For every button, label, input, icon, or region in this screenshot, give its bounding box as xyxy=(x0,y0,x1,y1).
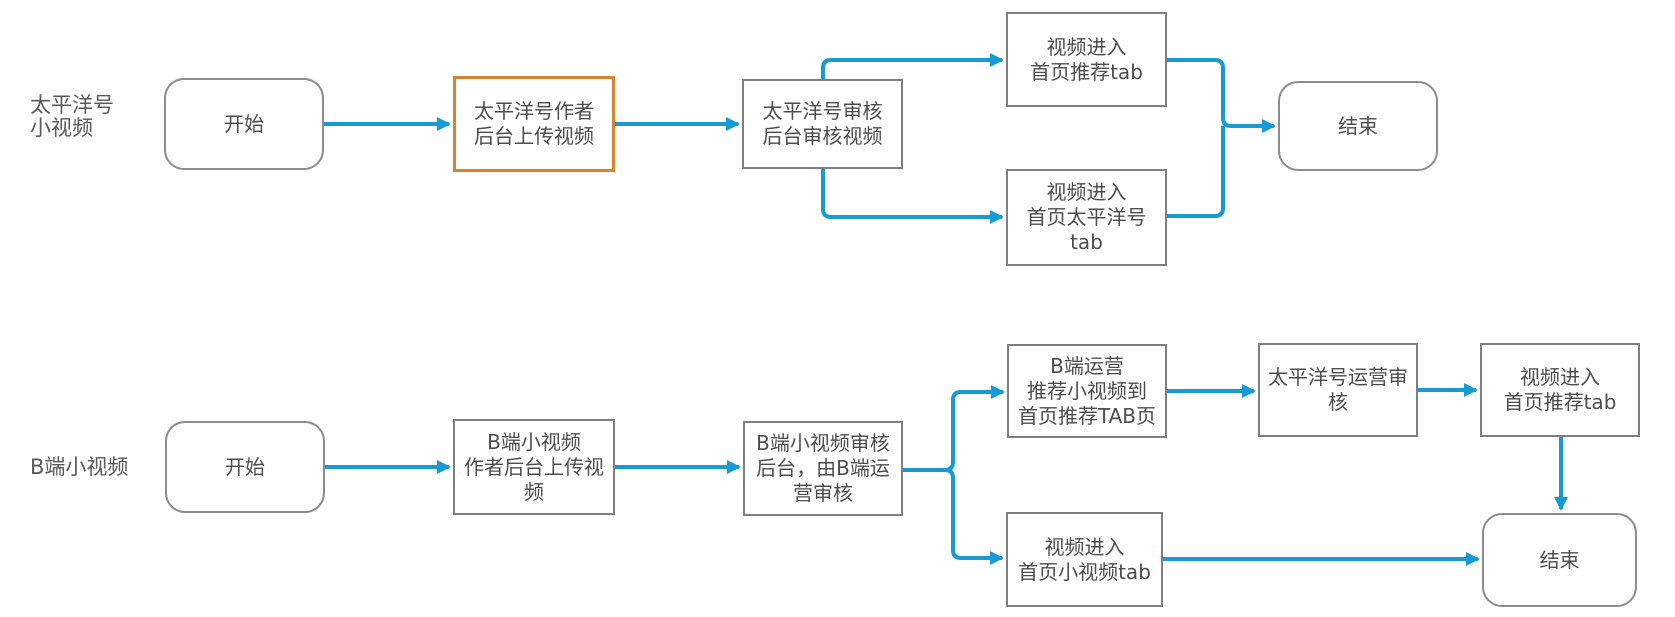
node-pacific-start[interactable]: 开始 xyxy=(164,78,324,170)
node-pacific-home-recommend-tab[interactable]: 视频进入 首页推荐tab xyxy=(1006,12,1167,107)
node-b-start[interactable]: 开始 xyxy=(165,421,325,513)
connector-b-review-to-video-tab xyxy=(903,468,1004,565)
connector-pacific-review-to-pacific-tab xyxy=(821,169,1004,224)
connector-pacific-recommend-tab-to-end xyxy=(1167,58,1276,133)
lane-label-b-side: B端小视频 xyxy=(30,455,129,479)
node-pacific-review[interactable]: 太平洋号审核 后台审核视频 xyxy=(742,79,903,169)
node-b-upload[interactable]: B端小视频 作者后台上传视 频 xyxy=(453,419,615,515)
lane-label-pacific: 太平洋号 小视频 xyxy=(30,93,114,140)
node-pacific-home-pacific-tab[interactable]: 视频进入 首页太平洋号 tab xyxy=(1006,169,1167,266)
connector-pacific-pacific-tab-to-merge xyxy=(1167,126,1225,218)
node-pacific-upload[interactable]: 太平洋号作者 后台上传视频 xyxy=(453,76,615,172)
node-pacific-ops-review[interactable]: 太平洋号运营审 核 xyxy=(1258,343,1418,437)
node-b-ops-recommend[interactable]: B端运营 推荐小视频到 首页推荐TAB页 xyxy=(1007,344,1167,438)
node-b-review[interactable]: B端小视频审核 后台，由B端运 营审核 xyxy=(743,421,903,516)
node-b-end[interactable]: 结束 xyxy=(1482,513,1637,607)
node-pacific-end[interactable]: 结束 xyxy=(1278,81,1438,171)
connector-pacific-review-to-recommend-tab xyxy=(821,53,1004,79)
node-b-home-recommend-tab[interactable]: 视频进入 首页推荐tab xyxy=(1480,343,1640,437)
connector-b-review-to-ops-recommend xyxy=(903,385,1005,472)
node-b-home-video-tab[interactable]: 视频进入 首页小视频tab xyxy=(1006,512,1163,607)
